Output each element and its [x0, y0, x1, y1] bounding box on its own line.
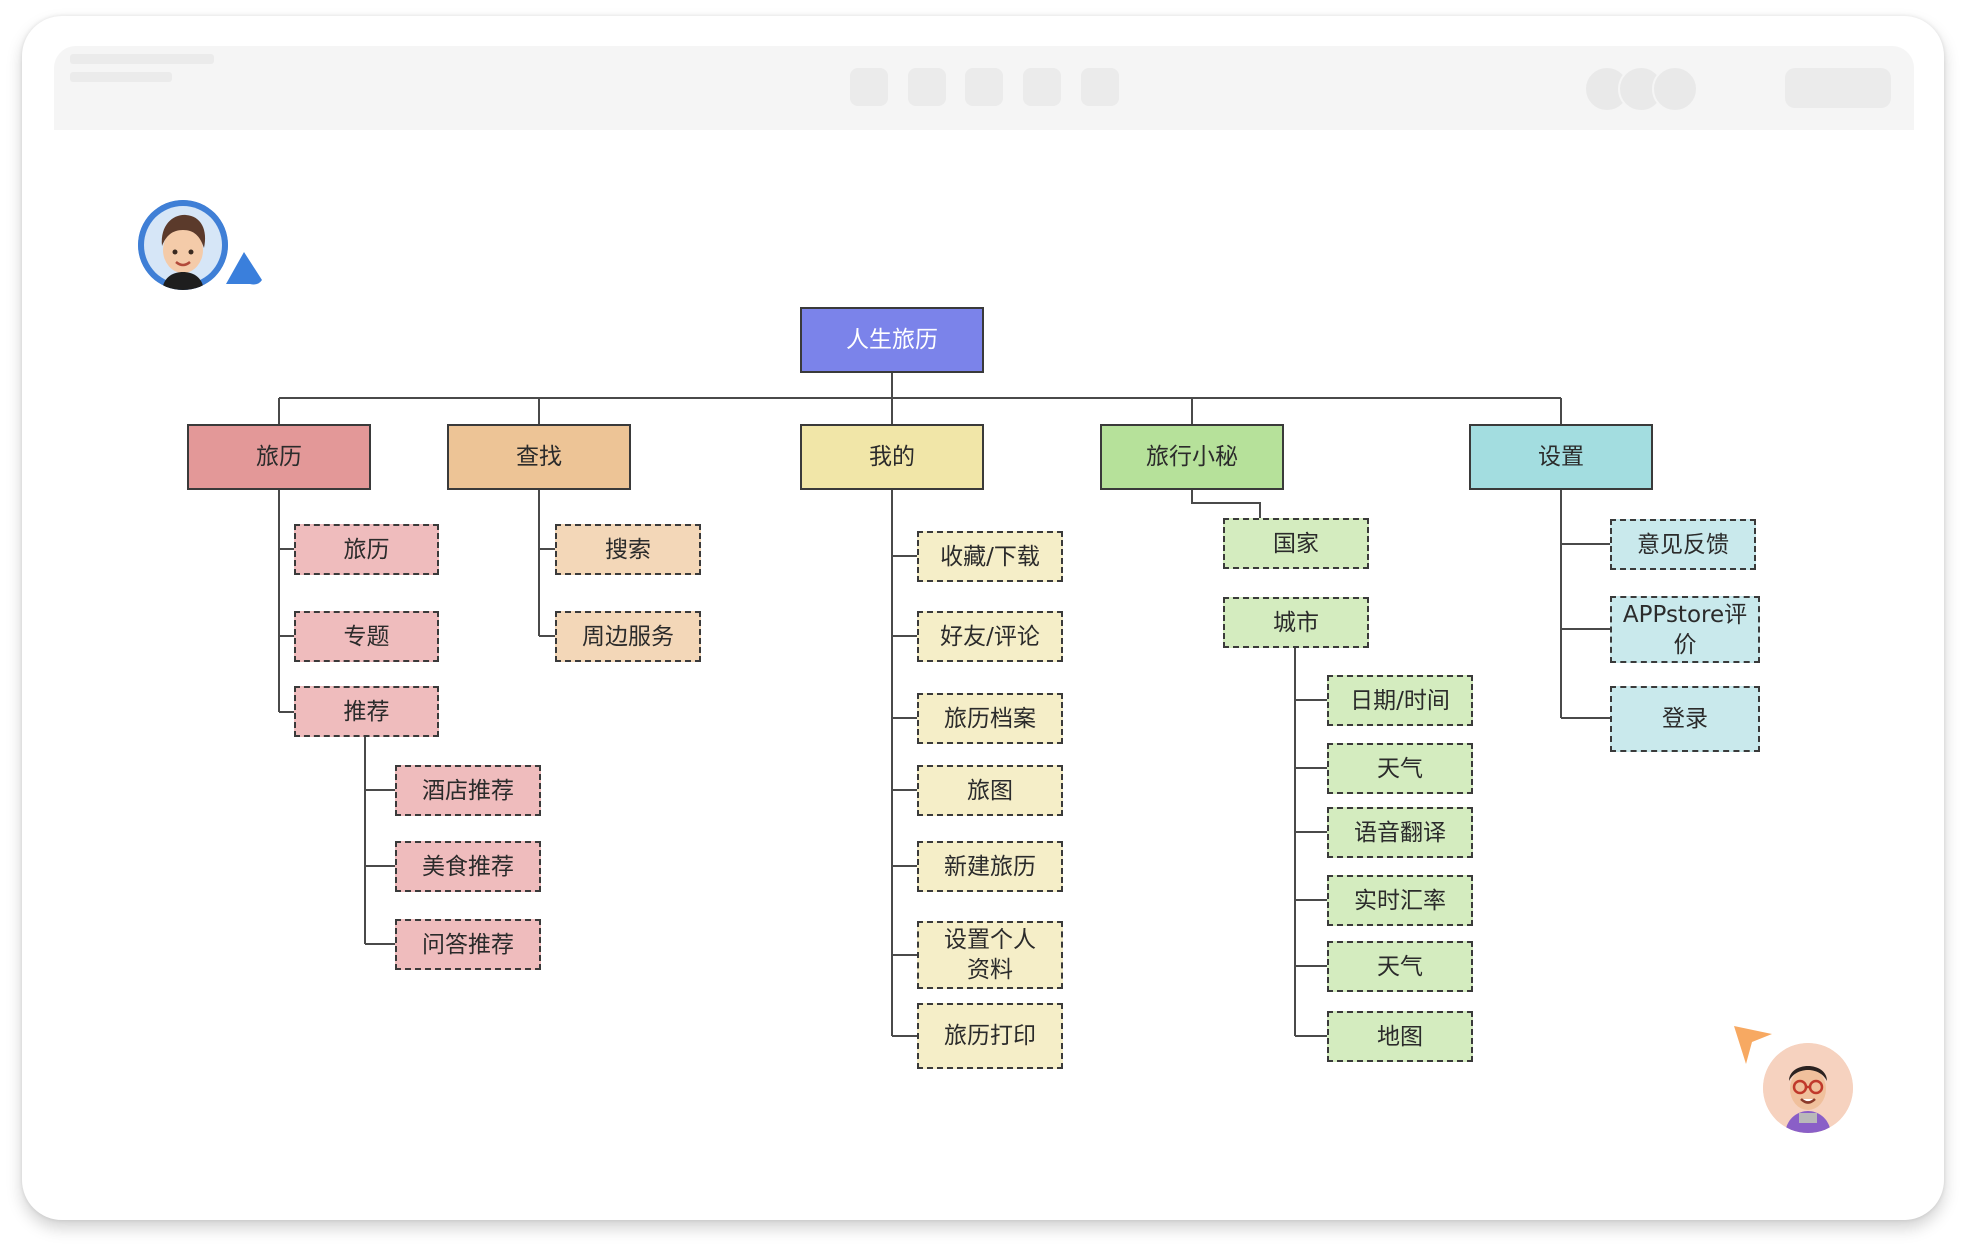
node-date-time[interactable]: 日期/时间 — [1327, 675, 1473, 726]
node-country[interactable]: 国家 — [1223, 518, 1369, 569]
toolbar-button-2[interactable] — [908, 68, 946, 106]
category-travel-assistant[interactable]: 旅行小秘 — [1100, 424, 1284, 490]
category-search[interactable]: 查找 — [447, 424, 631, 490]
node-topics[interactable]: 专题 — [294, 611, 439, 662]
toolbar-button-1[interactable] — [850, 68, 888, 106]
node-login[interactable]: 登录 — [1610, 686, 1760, 752]
root-node[interactable]: 人生旅历 — [800, 307, 984, 373]
collaborator-avatar-right — [1763, 1043, 1853, 1133]
node-hotel-recommend[interactable]: 酒店推荐 — [395, 765, 541, 816]
node-friends-comments[interactable]: 好友/评论 — [917, 611, 1063, 662]
node-search[interactable]: 搜索 — [555, 524, 701, 575]
category-travel-history[interactable]: 旅历 — [187, 424, 371, 490]
node-travel-archive[interactable]: 旅历档案 — [917, 693, 1063, 744]
node-favorites-downloads[interactable]: 收藏/下载 — [917, 531, 1063, 582]
toolbar-button-5[interactable] — [1081, 68, 1119, 106]
toolbar-button-4[interactable] — [1023, 68, 1061, 106]
category-settings[interactable]: 设置 — [1469, 424, 1653, 490]
node-appstore-review[interactable]: APPstore评价 — [1610, 596, 1760, 663]
node-map[interactable]: 地图 — [1327, 1011, 1473, 1062]
node-profile-settings[interactable]: 设置个人资料 — [917, 921, 1063, 989]
user-avatar-icon[interactable] — [1652, 66, 1698, 112]
node-weather[interactable]: 天气 — [1327, 743, 1473, 794]
share-button[interactable] — [1785, 68, 1891, 108]
node-feedback[interactable]: 意见反馈 — [1610, 519, 1756, 570]
node-qa-recommend[interactable]: 问答推荐 — [395, 919, 541, 970]
node-nearby-services[interactable]: 周边服务 — [555, 611, 701, 662]
node-weather-2[interactable]: 天气 — [1327, 941, 1473, 992]
node-city[interactable]: 城市 — [1223, 597, 1369, 648]
toolbar-button-3[interactable] — [965, 68, 1003, 106]
node-travel-map[interactable]: 旅图 — [917, 765, 1063, 816]
node-travel-history[interactable]: 旅历 — [294, 524, 439, 575]
woman-avatar-icon — [138, 200, 228, 290]
node-recommend[interactable]: 推荐 — [294, 686, 439, 737]
collaborator-avatar-left — [138, 200, 228, 290]
node-food-recommend[interactable]: 美食推荐 — [395, 841, 541, 892]
node-travel-print[interactable]: 旅历打印 — [917, 1003, 1063, 1069]
subtitle-placeholder — [70, 72, 172, 82]
title-placeholder — [70, 54, 214, 64]
node-exchange-rate[interactable]: 实时汇率 — [1327, 875, 1473, 926]
toolbar — [54, 46, 1914, 130]
node-voice-translation[interactable]: 语音翻译 — [1327, 807, 1473, 858]
man-avatar-icon — [1763, 1043, 1853, 1133]
cursor-left-icon — [226, 252, 262, 285]
node-new-travel-history[interactable]: 新建旅历 — [917, 841, 1063, 892]
cursor-right-icon — [1734, 1026, 1772, 1064]
category-mine[interactable]: 我的 — [800, 424, 984, 490]
